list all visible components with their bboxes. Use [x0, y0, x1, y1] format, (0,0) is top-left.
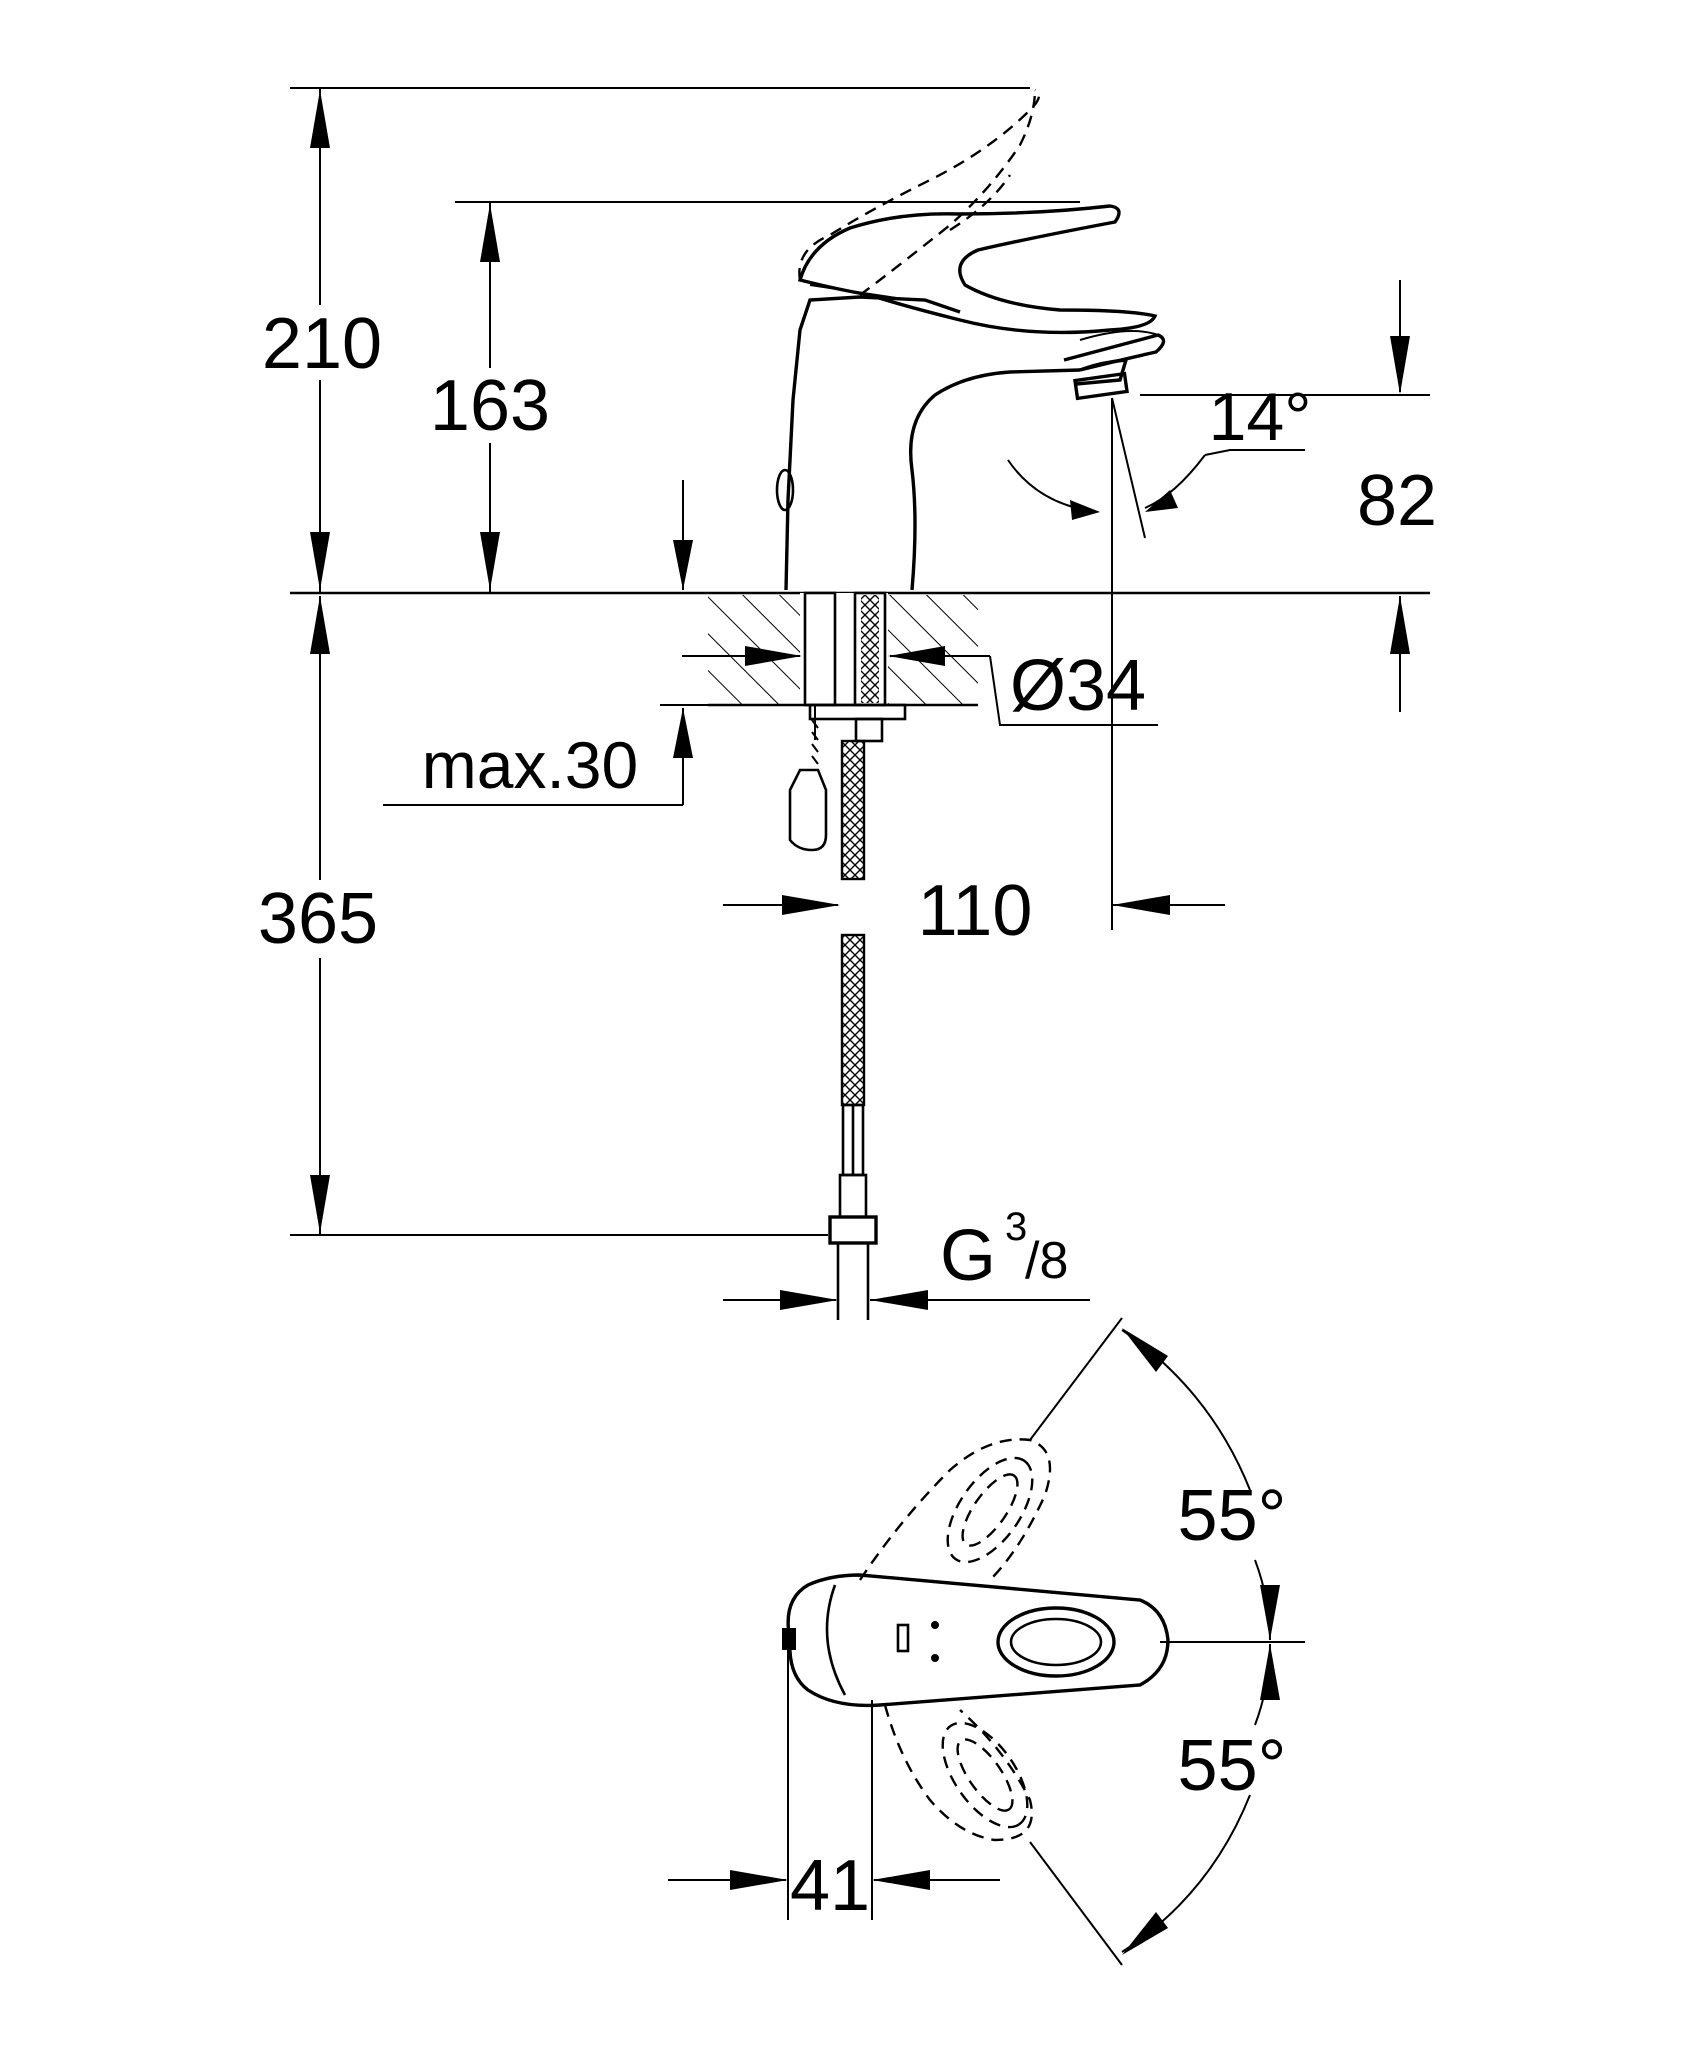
- top-body: [782, 1573, 1170, 1708]
- handle-dashed-upper: [859, 1438, 1052, 1581]
- dim-210: 210: [250, 87, 1030, 593]
- dim-max30: max.30: [383, 480, 708, 806]
- dim-110-label: 110: [918, 871, 1033, 951]
- dim-dia34: Ø34: [682, 646, 1158, 726]
- dim-14-label: 14°: [1209, 379, 1312, 455]
- dim-82-label: 82: [1357, 461, 1437, 541]
- dim-dia34-label: Ø34: [1010, 646, 1146, 726]
- dim-163: 163: [418, 201, 1080, 593]
- spout-angle-lines: [1007, 397, 1305, 930]
- dim-55-top-label: 55°: [1178, 1476, 1287, 1556]
- flexible-hose: [828, 739, 878, 1320]
- dim-365-label: 365: [258, 879, 378, 959]
- dim-g38: G 3 /8: [723, 1205, 1090, 1310]
- dim-41-label: 41: [790, 1846, 870, 1926]
- dim-163-label: 163: [430, 366, 550, 446]
- dim-210-label: 210: [262, 304, 382, 384]
- side-view: 210 163 82 14° 365: [245, 87, 1437, 1320]
- dim-g-sub: /8: [1025, 1232, 1068, 1290]
- dim-max30-label: max.30: [422, 728, 638, 802]
- dim-110: 110: [723, 871, 1225, 951]
- dim-g-sup: 3: [1005, 1205, 1027, 1249]
- dim-g-label: G: [940, 1216, 996, 1296]
- dim-41: 41: [668, 1650, 1000, 1926]
- angle-construction: 55° 55°: [1029, 1317, 1305, 1966]
- lever-solid: [797, 204, 1158, 335]
- faucet-body: [775, 295, 1166, 591]
- lever-dashed: [798, 88, 1041, 296]
- dim-82: 82 14°: [1140, 280, 1437, 712]
- dim-55-bottom-label: 55°: [1178, 1726, 1287, 1806]
- top-view: 55° 55° 41: [668, 1317, 1305, 1966]
- popup-rod: [788, 705, 828, 852]
- handle-dashed-lower: [883, 1704, 1033, 1842]
- countertop-section: [708, 593, 978, 707]
- mounting-shank: [803, 591, 907, 743]
- dim-365: 365: [245, 596, 828, 1236]
